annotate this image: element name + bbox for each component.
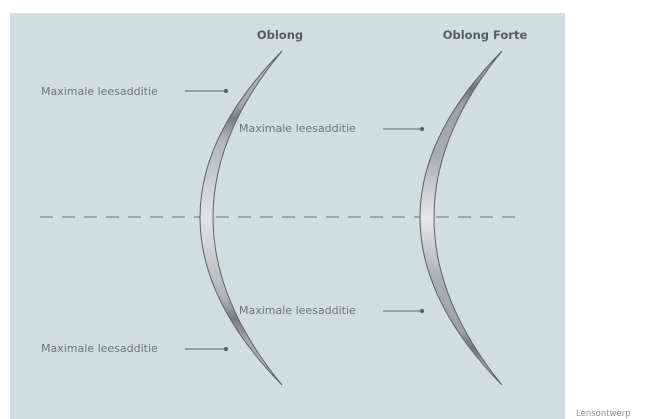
- reading-zone-dot: [224, 347, 228, 351]
- reading-zone-dot: [420, 309, 424, 313]
- lens-oblong-forte-shape: [419, 50, 503, 386]
- lens-oblong-forte: Oblong Forte Maximale leesadditie Maxima…: [239, 28, 528, 386]
- callout-label: Maximale leesadditie: [41, 342, 158, 355]
- lens-oblong-shape: [199, 50, 283, 386]
- callout-oblong-forte-top: Maximale leesadditie: [239, 122, 424, 135]
- callout-oblong-bottom: Maximale leesadditie: [41, 342, 228, 355]
- callout-oblong-top: Maximale leesadditie: [41, 85, 228, 98]
- callout-label: Maximale leesadditie: [239, 122, 356, 135]
- callout-label: Maximale leesadditie: [239, 304, 356, 317]
- reading-zone-dot: [420, 127, 424, 131]
- callout-oblong-forte-bottom: Maximale leesadditie: [239, 304, 424, 317]
- lens-oblong-title: Oblong: [257, 28, 303, 42]
- lens-oblong-forte-title: Oblong Forte: [443, 28, 528, 42]
- credit-text: Lensontwerp: [576, 409, 631, 419]
- callout-label: Maximale leesadditie: [41, 85, 158, 98]
- lens-oblong: Oblong Maximale leesadditie Maximale lee…: [41, 28, 303, 386]
- reading-zone-dot: [224, 89, 228, 93]
